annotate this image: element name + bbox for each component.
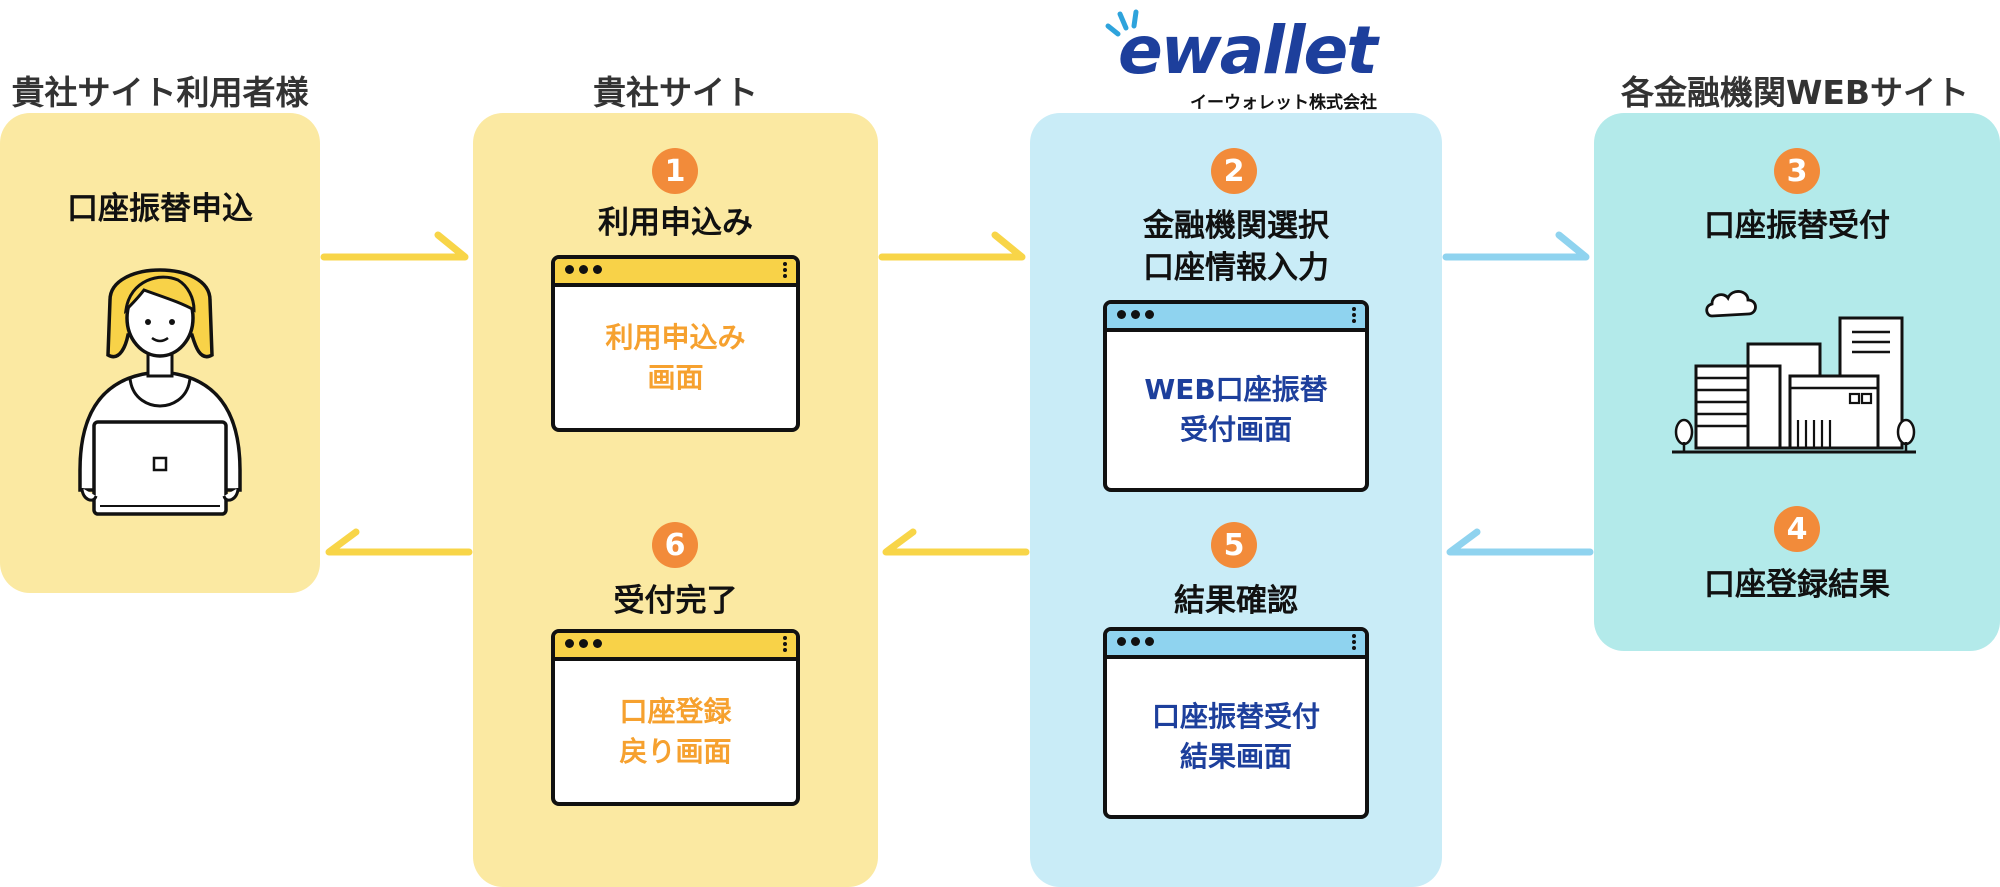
window-dots-icon xyxy=(1117,637,1154,646)
arrow-ewallet-to-bank xyxy=(1442,231,1590,261)
arrow-site-to-user xyxy=(325,528,473,556)
window-dots-icon xyxy=(1117,310,1154,319)
header-user: 貴社サイト利用者様 xyxy=(11,73,309,112)
logo-brand: ewallet xyxy=(1118,12,1378,89)
step-3-badge: 3 xyxy=(1774,148,1820,194)
window-dots-icon xyxy=(565,639,602,648)
arrow-ewallet-to-site xyxy=(882,528,1030,556)
step-2-screen-label: WEB口座振替 受付画面 xyxy=(1144,373,1328,446)
browser-toolbar xyxy=(1107,631,1365,659)
step-4-title: 口座登録結果 xyxy=(1704,567,1890,603)
logo-spark-icon xyxy=(1105,9,1139,37)
browser-toolbar xyxy=(555,633,796,661)
step-6-badge: 6 xyxy=(652,522,698,568)
arrow-bank-to-ewallet xyxy=(1446,528,1594,556)
kebab-menu-icon xyxy=(1352,634,1356,650)
arrow-site-to-ewallet xyxy=(878,231,1026,261)
step-1-title: 利用申込み xyxy=(598,205,753,241)
arrow-user-to-site xyxy=(320,231,469,261)
header-bank-site: 各金融機関WEBサイト xyxy=(1620,73,1970,112)
user-with-laptop-illustration xyxy=(78,268,242,516)
step-6-screen: 口座登録 戻り画面 xyxy=(551,629,800,806)
step-5-screen: 口座振替受付 結果画面 xyxy=(1103,627,1369,819)
step-2-screen: WEB口座振替 受付画面 xyxy=(1103,300,1369,492)
step-5-screen-label: 口座振替受付 結果画面 xyxy=(1151,700,1320,773)
kebab-menu-icon xyxy=(783,262,787,278)
bank-buildings-illustration xyxy=(1672,290,1916,454)
window-dots-icon xyxy=(565,265,602,274)
step-5-badge: 5 xyxy=(1211,522,1257,568)
step-5-title: 結果確認 xyxy=(1174,583,1298,619)
step-1-badge: 1 xyxy=(652,148,698,194)
step-4-badge: 4 xyxy=(1774,506,1820,552)
logo-company: イーウォレット株式会社 xyxy=(1190,93,1377,113)
step-2-title: 金融機関選択 口座情報入力 xyxy=(1143,208,1329,286)
step-2-badge: 2 xyxy=(1211,148,1257,194)
step-1-screen: 利用申込み 画面 xyxy=(551,255,800,432)
kebab-menu-icon xyxy=(783,636,787,652)
user-panel-title: 口座振替申込 xyxy=(67,191,253,227)
header-company-site: 貴社サイト xyxy=(593,73,758,112)
ewallet-logo: ewallet イーウォレット株式会社 xyxy=(1098,8,1388,113)
step-3-title: 口座振替受付 xyxy=(1704,208,1890,244)
browser-toolbar xyxy=(1107,304,1365,332)
step-1-screen-label: 利用申込み 画面 xyxy=(605,320,746,394)
kebab-menu-icon xyxy=(1352,307,1356,323)
step-6-screen-label: 口座登録 戻り画面 xyxy=(619,694,732,768)
browser-toolbar xyxy=(555,259,796,287)
step-6-title: 受付完了 xyxy=(613,583,738,619)
